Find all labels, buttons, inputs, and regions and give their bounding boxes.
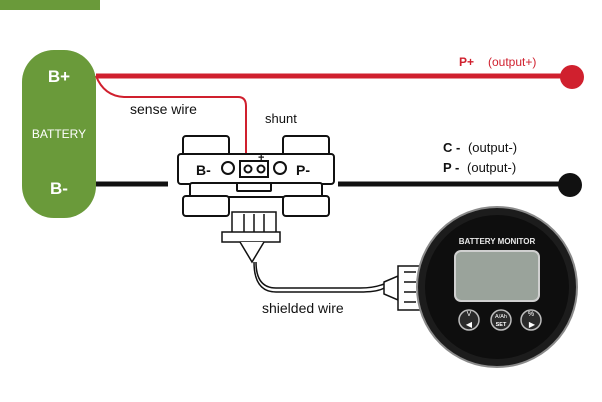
neg-c-output: C - (output-) — [443, 140, 517, 155]
neg-p-output: P - (output-) — [443, 160, 516, 175]
monitor-button-left[interactable] — [458, 309, 480, 331]
monitor-button-set[interactable] — [490, 309, 512, 331]
monitor-plug-taper — [383, 274, 399, 302]
shunt-label: shunt — [265, 111, 297, 126]
shielded-wire-label: shielded wire — [262, 300, 344, 316]
battery-minus-label: B- — [50, 179, 68, 198]
shunt-left-screw — [221, 161, 235, 175]
battery-plus-label: B+ — [48, 67, 70, 86]
shunt-connector-taper — [239, 241, 265, 264]
monitor-lcd — [454, 250, 540, 302]
right-arrow-icon: ▶ — [529, 320, 536, 329]
battery-label: BATTERY — [32, 127, 86, 141]
monitor-button-right-top-label: % — [528, 311, 534, 318]
neg-c-prefix: C - — [443, 140, 460, 155]
shunt-right-screw — [273, 161, 287, 175]
left-arrow-icon: ◀ — [466, 320, 473, 329]
shielded-wire-inner — [255, 261, 385, 289]
monitor-button-left-top-label: V — [467, 311, 472, 318]
shielded-wire-outer — [253, 261, 385, 293]
negative-terminal-dot — [558, 173, 582, 197]
monitor-title: BATTERY MONITOR — [459, 237, 536, 246]
battery-monitor: BATTERY MONITOR V ◀ A/Ah SET % ▶ — [416, 206, 578, 368]
shunt-sense-pin-1 — [243, 164, 253, 174]
monitor-button-right[interactable] — [520, 309, 542, 331]
shunt-right-terminal-label: P- — [296, 162, 310, 178]
neg-p-prefix: P - — [443, 160, 459, 175]
neg-p-desc: (output-) — [467, 160, 516, 175]
positive-output-prefix: P+ — [459, 55, 474, 69]
shunt-connector — [221, 211, 281, 264]
shunt-connector-plug — [221, 231, 281, 243]
monitor-button-set-bottom-label: SET — [496, 322, 507, 328]
battery-body — [22, 50, 96, 218]
shunt-plus-mark: + — [258, 152, 264, 164]
sense-wire — [95, 75, 247, 166]
shunt-right-bolt-bottom — [282, 195, 330, 217]
shunt — [177, 135, 335, 217]
neg-c-desc: (output-) — [468, 140, 517, 155]
shunt-left-terminal-label: B- — [196, 162, 211, 178]
header-tab — [0, 0, 100, 10]
monitor-button-set-top-label: A/Ah — [495, 314, 507, 320]
positive-output-desc: (output+) — [488, 55, 536, 69]
shunt-left-bolt-bottom — [182, 195, 230, 217]
shunt-sense-pin-2 — [256, 164, 266, 174]
positive-terminal-dot — [560, 65, 584, 89]
shunt-sense-base — [236, 182, 272, 192]
sense-wire-label: sense wire — [130, 101, 197, 117]
